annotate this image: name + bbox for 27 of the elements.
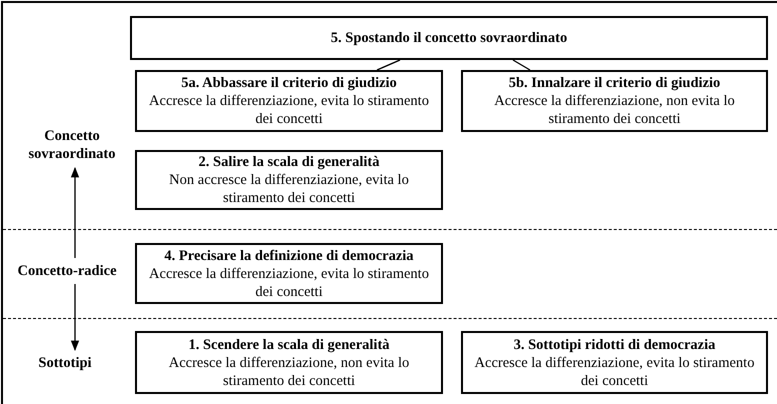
box-heading: 5b. Innalzare il criterio di giudizio xyxy=(508,74,720,92)
text-box xyxy=(461,70,768,132)
level-label: Concetto-radice xyxy=(17,262,117,280)
box-heading: 2. Salire la scala di generalità xyxy=(198,153,380,171)
connector-line xyxy=(512,59,530,71)
box-heading: 4. Precisare la definizione di democrazia xyxy=(164,246,414,264)
box-description: Accresce la differenziazione, non evita lo stiramento dei concetti xyxy=(168,354,410,390)
box-description: Accresce la differenziazione, non evita lo stiramento dei concetti xyxy=(493,92,736,128)
box-heading: 3. Sottotipi ridotti di democrazia xyxy=(514,336,716,354)
level-label: Sottotipi xyxy=(38,354,92,372)
connector-line xyxy=(376,59,400,71)
level-label: Concetto sovraordinato xyxy=(28,127,116,163)
arrow xyxy=(70,166,80,258)
text-box xyxy=(130,16,768,60)
arrow xyxy=(70,284,80,352)
text-box xyxy=(461,331,768,394)
text-box xyxy=(135,70,443,132)
box-description: Accresce la differenziazione, evita lo stiramento dei concetti xyxy=(148,92,430,128)
box-description: Accresce la differenziazione, evita lo stiramento dei concetti xyxy=(148,264,430,300)
box-description: Non accresce la differenziazione, evita lo stiramento dei concetti xyxy=(168,171,410,207)
text-box xyxy=(135,331,443,394)
box-description: Accresce la differenziazione, evita lo stiramento dei concetti xyxy=(474,354,756,390)
text-box xyxy=(135,243,443,304)
box-heading: 5. Spostando il concetto sovraordinato xyxy=(330,29,568,47)
box-heading: 1. Scendere la scala di generalità xyxy=(188,336,390,354)
text-box xyxy=(135,150,443,210)
box-heading: 5a. Abbassare il criterio di giudizio xyxy=(181,74,397,92)
